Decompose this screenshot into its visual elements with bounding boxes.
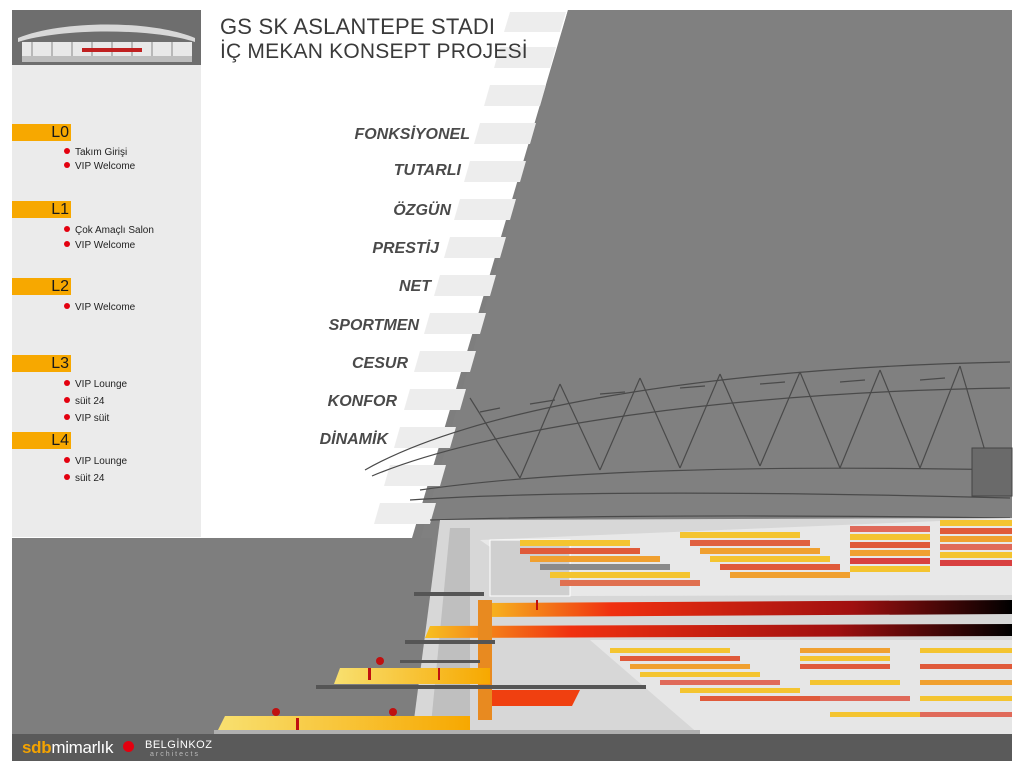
level-tag-l1: L1 xyxy=(12,201,71,218)
level-item: süit 24 xyxy=(64,396,104,408)
level-item: VIP Welcome xyxy=(64,161,135,173)
keyword: DİNAMİK xyxy=(319,431,388,448)
keyword: FONKSİYONEL xyxy=(354,126,470,143)
level-item: Çok Amaçlı Salon xyxy=(64,225,154,237)
sidebar-panel xyxy=(12,10,201,537)
level-tag-l4: L4 xyxy=(12,432,71,449)
keyword: PRESTİJ xyxy=(372,240,439,257)
level-tag-l3: L3 xyxy=(12,355,71,372)
bullet-icon xyxy=(64,226,70,232)
bullet-icon xyxy=(64,397,70,403)
bullet-icon xyxy=(64,474,70,480)
level-item: Takım Girişi xyxy=(64,147,127,159)
sdb-logo: sdbmimarlık xyxy=(22,738,114,757)
bullet-icon xyxy=(64,303,70,309)
stadium-thumbnail xyxy=(12,10,201,65)
page-title: GS SK ASLANTEPE STADI xyxy=(220,14,496,39)
footer-bar xyxy=(12,734,1012,761)
level-item: VIP Welcome xyxy=(64,240,135,252)
diagonal-stripes xyxy=(374,12,566,524)
bullet-icon xyxy=(64,148,70,154)
page-subtitle: İÇ MEKAN KONSEPT PROJESİ xyxy=(220,40,528,63)
bullet-icon xyxy=(64,414,70,420)
level-item: VIP Welcome xyxy=(64,302,135,314)
level-item: VIP Lounge xyxy=(64,456,127,468)
bullet-icon xyxy=(64,457,70,463)
architects-label: architects xyxy=(150,751,200,758)
keyword: SPORTMEN xyxy=(328,317,419,334)
level-tag-l2: L2 xyxy=(12,278,71,295)
keyword: NET xyxy=(399,278,431,295)
red-dot-icon xyxy=(123,741,134,752)
level-tag-l0: L0 xyxy=(12,124,71,141)
keyword: ÖZGÜN xyxy=(393,202,451,219)
level-item: VIP Lounge xyxy=(64,379,127,391)
level-item: süit 24 xyxy=(64,473,104,485)
upper-tier xyxy=(480,518,1012,597)
bullet-icon xyxy=(64,241,70,247)
keyword: TUTARLI xyxy=(393,162,461,179)
keyword: CESUR xyxy=(351,355,408,372)
keyword: KONFOR xyxy=(327,393,397,410)
belginkoz-logo: BELGİNKOZ xyxy=(145,739,213,751)
roof-truss xyxy=(364,361,1011,521)
bullet-icon xyxy=(64,380,70,386)
bullet-icon xyxy=(64,162,70,168)
level-item: VIP süit xyxy=(64,413,109,425)
